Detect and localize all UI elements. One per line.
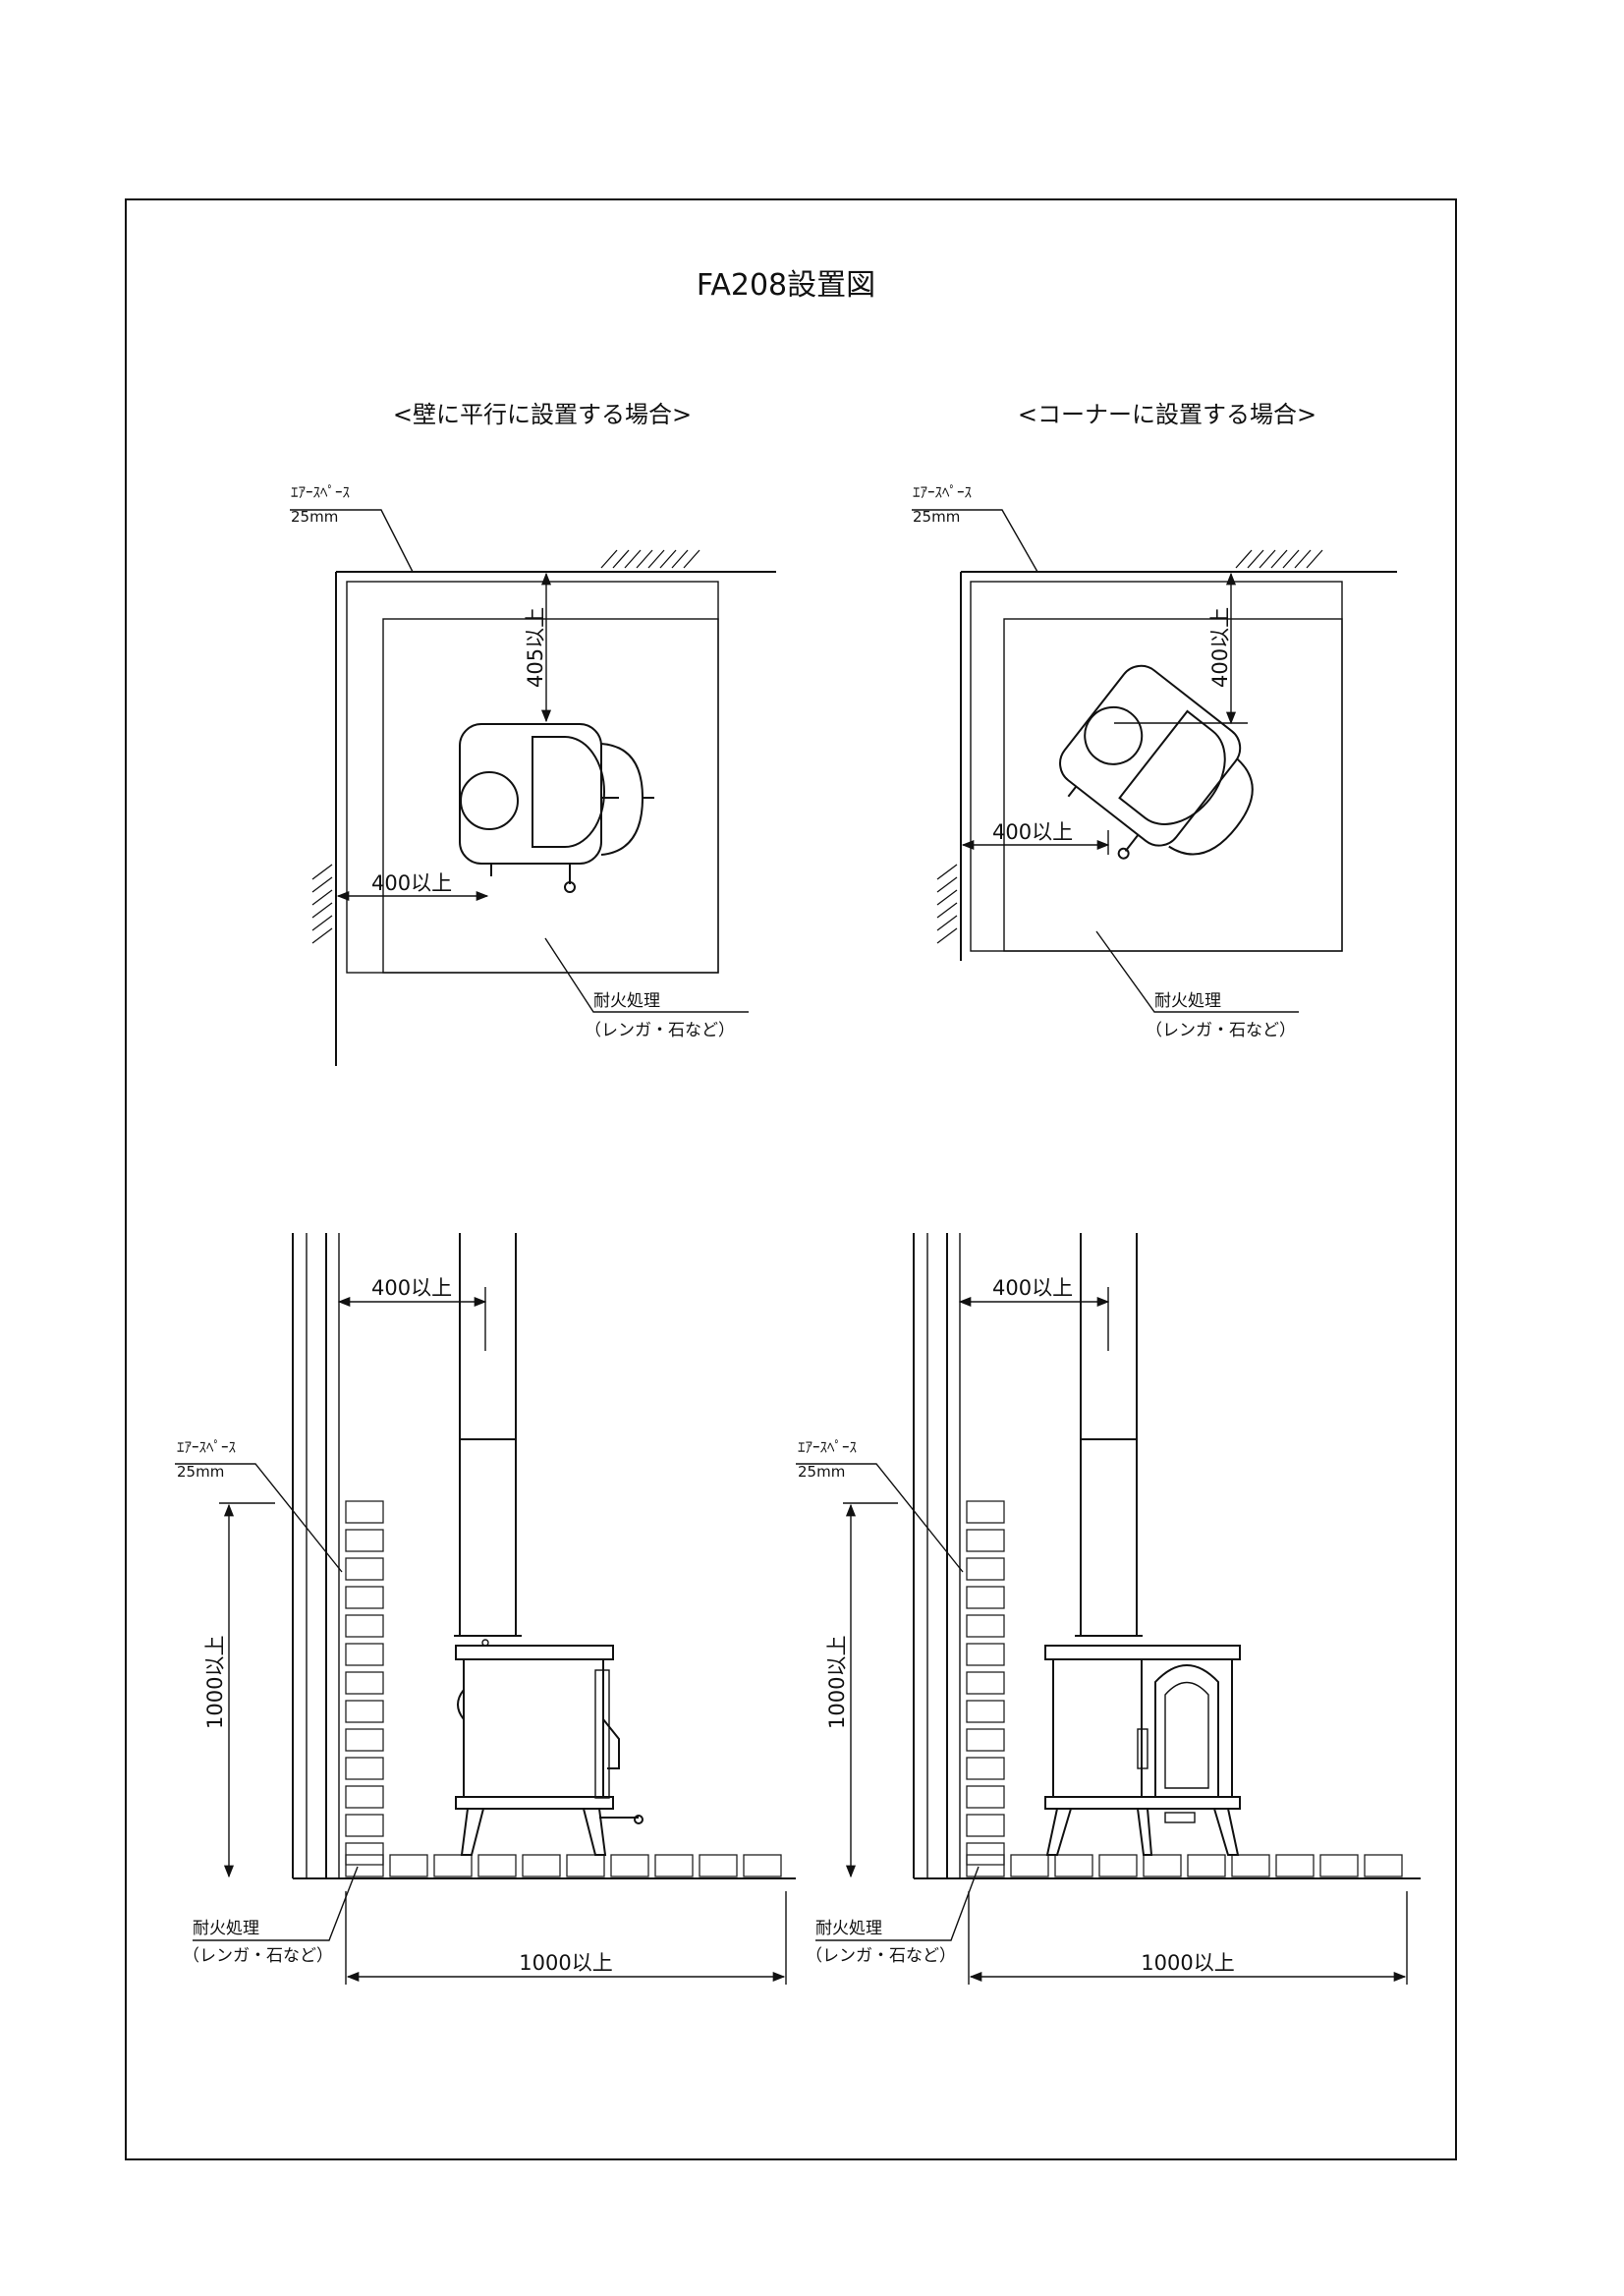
floor-brick [566, 1854, 605, 1877]
elev-air-space-label-2: 25mm [177, 1463, 224, 1481]
dim-parallel-rear: 405以上 [524, 607, 547, 688]
fireproof-label-1: 耐火処理 [593, 991, 660, 1011]
elev-fireproof-label-1: 耐火処理 [193, 1919, 259, 1938]
front-fireproof-label-1: 耐火処理 [815, 1919, 882, 1938]
floor-brick [610, 1854, 649, 1877]
stove-plan-parallel [459, 723, 654, 893]
brick [345, 1529, 384, 1552]
dim-corner-side: 400以上 [992, 820, 1073, 844]
brick [345, 1586, 384, 1609]
corner-fireproof-label-1: 耐火処理 [1154, 991, 1221, 1011]
elevation-front: 400以上 1000以上 1000以上 ｴｱｰｽﾍﾟｰｽ 25mm 耐火処理 （… [796, 1233, 1421, 1985]
plan-view-corner: 400以上 400以上 ｴｱｰｽﾍﾟｰｽ 25mm 耐火処理 （レンガ・石など） [912, 483, 1397, 1040]
dim-elev-side-clearance: 400以上 [371, 1276, 452, 1300]
floor-brick [743, 1854, 782, 1877]
floor-brick [522, 1854, 561, 1877]
brick [345, 1500, 384, 1524]
brick [966, 1586, 1005, 1609]
brick [966, 1557, 1005, 1581]
brick [345, 1614, 384, 1638]
wall-hatch-top [600, 549, 700, 569]
floor-brick [345, 1854, 384, 1877]
brick [966, 1728, 1005, 1752]
brick [345, 1757, 384, 1780]
section-title-corner: <コーナーに設置する場合> [1018, 401, 1316, 428]
dim-elev-front-floor: 1000以上 [1141, 1951, 1234, 1975]
brick [345, 1671, 384, 1695]
front-fireproof-label-2: （レンガ・石など） [806, 1946, 956, 1966]
brick [345, 1557, 384, 1581]
brick-wall [345, 1500, 384, 1866]
fireproof-hearth-outline [382, 618, 719, 974]
floor-brick [477, 1854, 517, 1877]
floor-brick [1010, 1854, 1049, 1877]
brick [966, 1671, 1005, 1695]
brick [966, 1814, 1005, 1837]
elev-fireproof-label-2: （レンガ・石など） [183, 1946, 333, 1966]
floor-brick [654, 1854, 694, 1877]
floor-brick [1054, 1854, 1093, 1877]
brick [966, 1700, 1005, 1723]
page-frame [125, 198, 1457, 2160]
brick [966, 1643, 1005, 1666]
corner-fireproof-label-2: （レンガ・石など） [1146, 1021, 1296, 1040]
floor-brick [1231, 1854, 1270, 1877]
floor-brick [389, 1854, 428, 1877]
dim-corner-rear: 400以上 [1208, 607, 1232, 688]
floor-brick [966, 1854, 1005, 1877]
fireproof-label-2: （レンガ・石など） [585, 1021, 735, 1040]
floor-bricks [345, 1854, 782, 1877]
floor-brick [1319, 1854, 1359, 1877]
stove-elevation-side [455, 1639, 644, 1856]
floor-brick [1364, 1854, 1403, 1877]
floor-brick [1275, 1854, 1315, 1877]
brick [345, 1785, 384, 1809]
corner-hatch-side [936, 864, 958, 944]
stove-elevation-front [1044, 1645, 1241, 1856]
dim-elev-side-floor: 1000以上 [519, 1951, 612, 1975]
brick-wall-front [966, 1500, 1005, 1866]
brick [345, 1842, 384, 1866]
brick [966, 1614, 1005, 1638]
plan-view-parallel: 405以上 400以上 ｴｱｰｽﾍﾟｰｽ 25mm 耐火処理 （レンガ・石など） [290, 483, 776, 1066]
air-space-label-1: ｴｱｰｽﾍﾟｰｽ [291, 483, 350, 501]
dim-parallel-side: 400以上 [371, 871, 452, 895]
dim-elev-front-height: 1000以上 [825, 1636, 849, 1729]
wall-hatch-side [311, 864, 333, 944]
front-air-space-label-2: 25mm [798, 1463, 845, 1481]
dim-elev-side-height: 1000以上 [203, 1636, 227, 1729]
brick [345, 1728, 384, 1752]
brick [345, 1700, 384, 1723]
front-air-space-label-1: ｴｱｰｽﾍﾟｰｽ [798, 1438, 857, 1456]
floor-brick [1098, 1854, 1138, 1877]
floor-brick [699, 1854, 738, 1877]
corner-hatch-top [1235, 549, 1323, 569]
brick [966, 1500, 1005, 1524]
corner-hearth-outline [1003, 618, 1343, 952]
corner-air-space-label-2: 25mm [913, 508, 960, 526]
section-title-parallel: <壁に平行に設置する場合> [393, 401, 692, 428]
stove-plan-corner [1059, 664, 1254, 860]
brick [966, 1842, 1005, 1866]
air-space-label-2: 25mm [291, 508, 338, 526]
floor-brick [1143, 1854, 1182, 1877]
elev-air-space-label-1: ｴｱｰｽﾍﾟｰｽ [177, 1438, 236, 1456]
corner-air-space-label-1: ｴｱｰｽﾍﾟｰｽ [913, 483, 972, 501]
brick [345, 1814, 384, 1837]
brick [966, 1529, 1005, 1552]
brick [966, 1757, 1005, 1780]
elevation-side: 400以上 1000以上 1000以上 ｴｱｰｽﾍﾟｰｽ 25mm 耐火処理 （… [175, 1233, 796, 1985]
floor-brick [433, 1854, 473, 1877]
brick [345, 1643, 384, 1666]
brick [966, 1785, 1005, 1809]
page-title: FA208設置図 [697, 268, 875, 303]
floor-bricks-front [966, 1854, 1403, 1877]
dim-elev-front-clearance: 400以上 [992, 1276, 1073, 1300]
corner-air-space-outline [970, 581, 1343, 952]
floor-brick [1187, 1854, 1226, 1877]
